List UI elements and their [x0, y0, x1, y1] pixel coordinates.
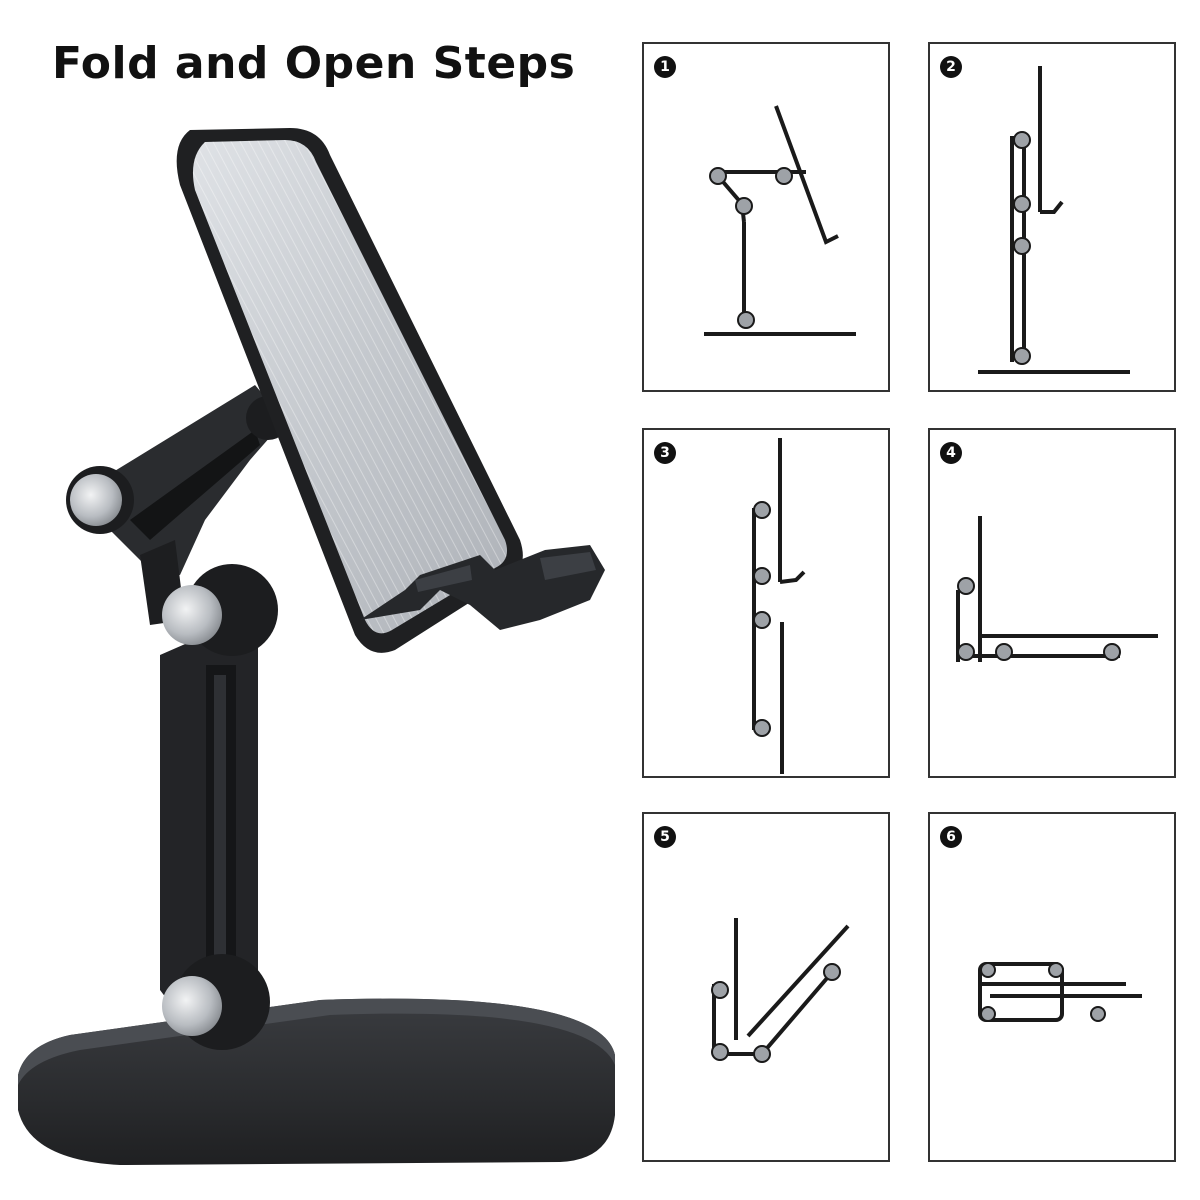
phone-stand-image [18, 128, 615, 1165]
step-number-badge: 4 [940, 442, 962, 464]
step-number-badge: 5 [654, 826, 676, 848]
step-panel-4: 4 [928, 428, 1176, 778]
step-number-badge: 3 [654, 442, 676, 464]
step-panel-6: 6 [928, 812, 1176, 1162]
step-number-badge: 1 [654, 56, 676, 78]
step-panel-1: 1 [642, 42, 890, 392]
page-title: Fold and Open Steps [52, 38, 576, 89]
step-number-badge: 6 [940, 826, 962, 848]
step-diagram [711, 918, 850, 1063]
step-diagram [978, 962, 1142, 1022]
step-diagram [704, 105, 856, 336]
step-number-badge: 2 [940, 56, 962, 78]
step-panel-5: 5 [642, 812, 890, 1162]
step-diagram [956, 516, 1158, 662]
step-panel-3: 3 [642, 428, 890, 778]
step-diagram [752, 438, 806, 774]
step-panel-2: 2 [928, 42, 1176, 392]
step-diagram [978, 66, 1130, 374]
